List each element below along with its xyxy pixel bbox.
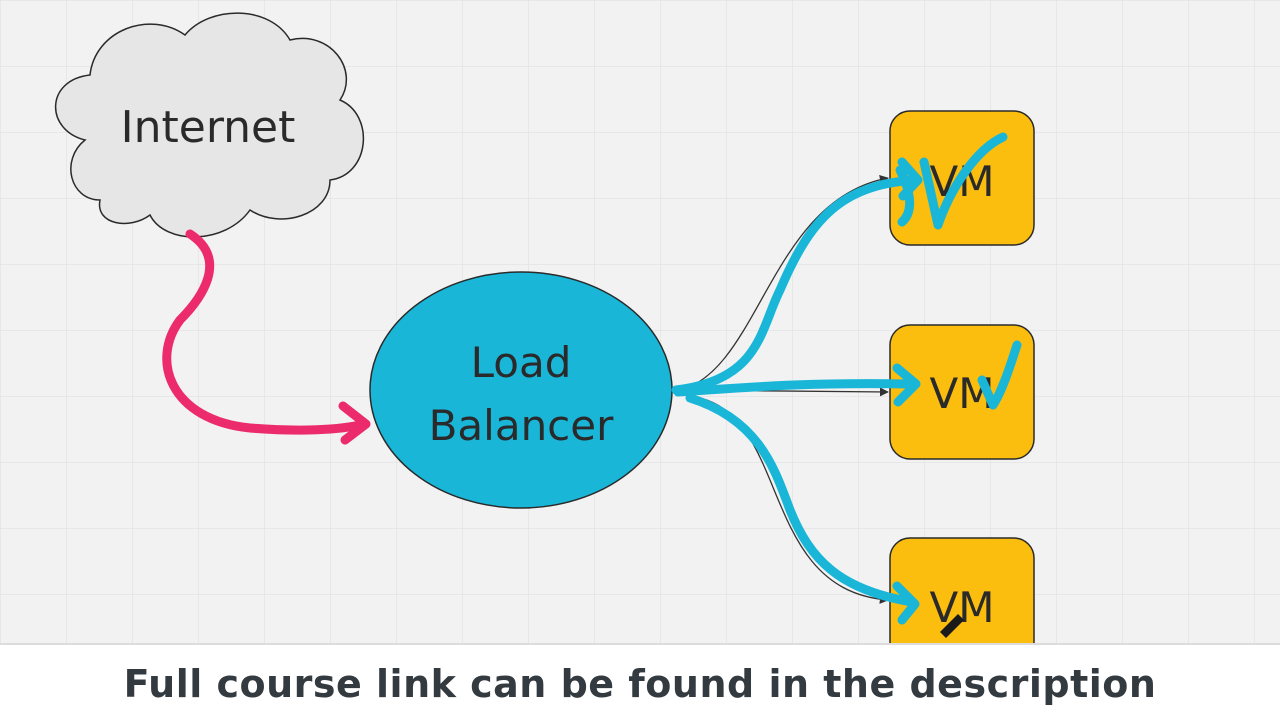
caption-text: Full course link can be found in the des… [123, 661, 1157, 706]
annotation-check-vm-top [919, 132, 1008, 230]
annotation-check-vm-middle [977, 340, 1022, 410]
internet-label: Internet [121, 102, 296, 153]
pen-cursor-icon [940, 614, 964, 638]
vm-node-middle [889, 324, 1035, 460]
annotation-arrow-vm-middle [673, 379, 917, 397]
lb-to-vm-annotation-arrows [671, 132, 1022, 625]
internet-cloud [54, 12, 365, 238]
caption-bar: Full course link can be found in the des… [0, 643, 1280, 722]
annotation-arrow-vm-top [671, 175, 920, 395]
load-balancer-label-line1: Load [471, 338, 572, 387]
internet-to-lb-annotation-arrow [162, 229, 371, 445]
annotation-arrow-vm-bottom [685, 393, 917, 607]
load-balancer-node [369, 271, 673, 509]
load-balancer-label-line2: Balancer [429, 401, 615, 450]
vm-bottom-label: VM [930, 583, 995, 632]
